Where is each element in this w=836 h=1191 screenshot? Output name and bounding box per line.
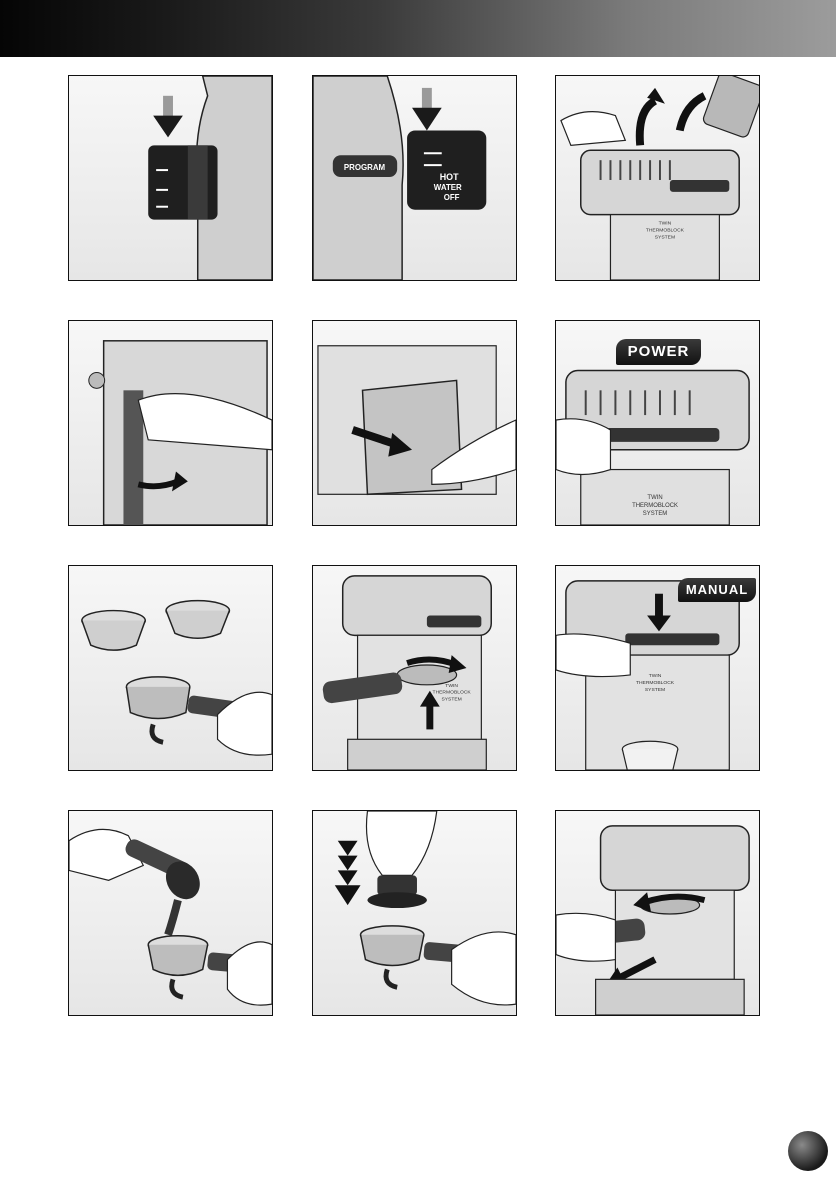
step-4-panel [68,320,273,526]
twin-text: TWIN [649,673,662,679]
thermoblock-text: THERMOBLOCK [646,227,685,233]
step-7-panel [68,565,273,771]
dial-water-text: WATER [434,183,462,192]
thermoblock-text: THERMOBLOCK [636,680,675,686]
step-9-panel: TWIN THERMOBLOCK SYSTEM MANUAL [555,565,760,771]
step-12-panel [555,810,760,1016]
step-10-panel [68,810,273,1016]
step-2-panel: PROGRAM HOT WATER OFF [312,75,517,281]
twin-text: TWIN [659,221,672,227]
step-3-illustration: TWIN THERMOBLOCK SYSTEM [556,76,759,280]
step-11-panel [312,810,517,1016]
power-badge: POWER [616,339,701,365]
step-1-panel [68,75,273,281]
system-text: SYSTEM [643,511,667,517]
twin-text: TWIN [647,495,662,501]
header-bar [0,0,836,57]
dial-off-text: OFF [444,193,460,202]
manual-badge: MANUAL [678,578,756,602]
thermoblock-text: THERMOBLOCK [433,690,472,696]
system-text: SYSTEM [655,234,675,240]
step-8-panel: TWIN THERMOBLOCK SYSTEM [312,565,517,771]
step-11-illustration [313,811,516,1015]
program-label: PROGRAM [344,163,386,172]
twin-text: TWIN [445,683,458,689]
step-3-panel: TWIN THERMOBLOCK SYSTEM [555,75,760,281]
step-4-illustration [69,321,272,525]
step-1-illustration [69,76,272,280]
step-12-illustration [556,811,759,1015]
step-5-panel [312,320,517,526]
system-text: SYSTEM [645,687,665,693]
step-10-illustration [69,811,272,1015]
step-8-illustration: TWIN THERMOBLOCK SYSTEM [313,566,516,770]
step-6-panel: TWIN THERMOBLOCK SYSTEM POWER [555,320,760,526]
page-number-badge [788,1131,828,1171]
step-7-illustration [69,566,272,770]
step-2-illustration: PROGRAM HOT WATER OFF [313,76,516,280]
step-5-illustration [313,321,516,525]
system-text: SYSTEM [441,697,461,703]
dial-hot-text: HOT [440,172,459,182]
thermoblock-text: THERMOBLOCK [632,503,678,509]
